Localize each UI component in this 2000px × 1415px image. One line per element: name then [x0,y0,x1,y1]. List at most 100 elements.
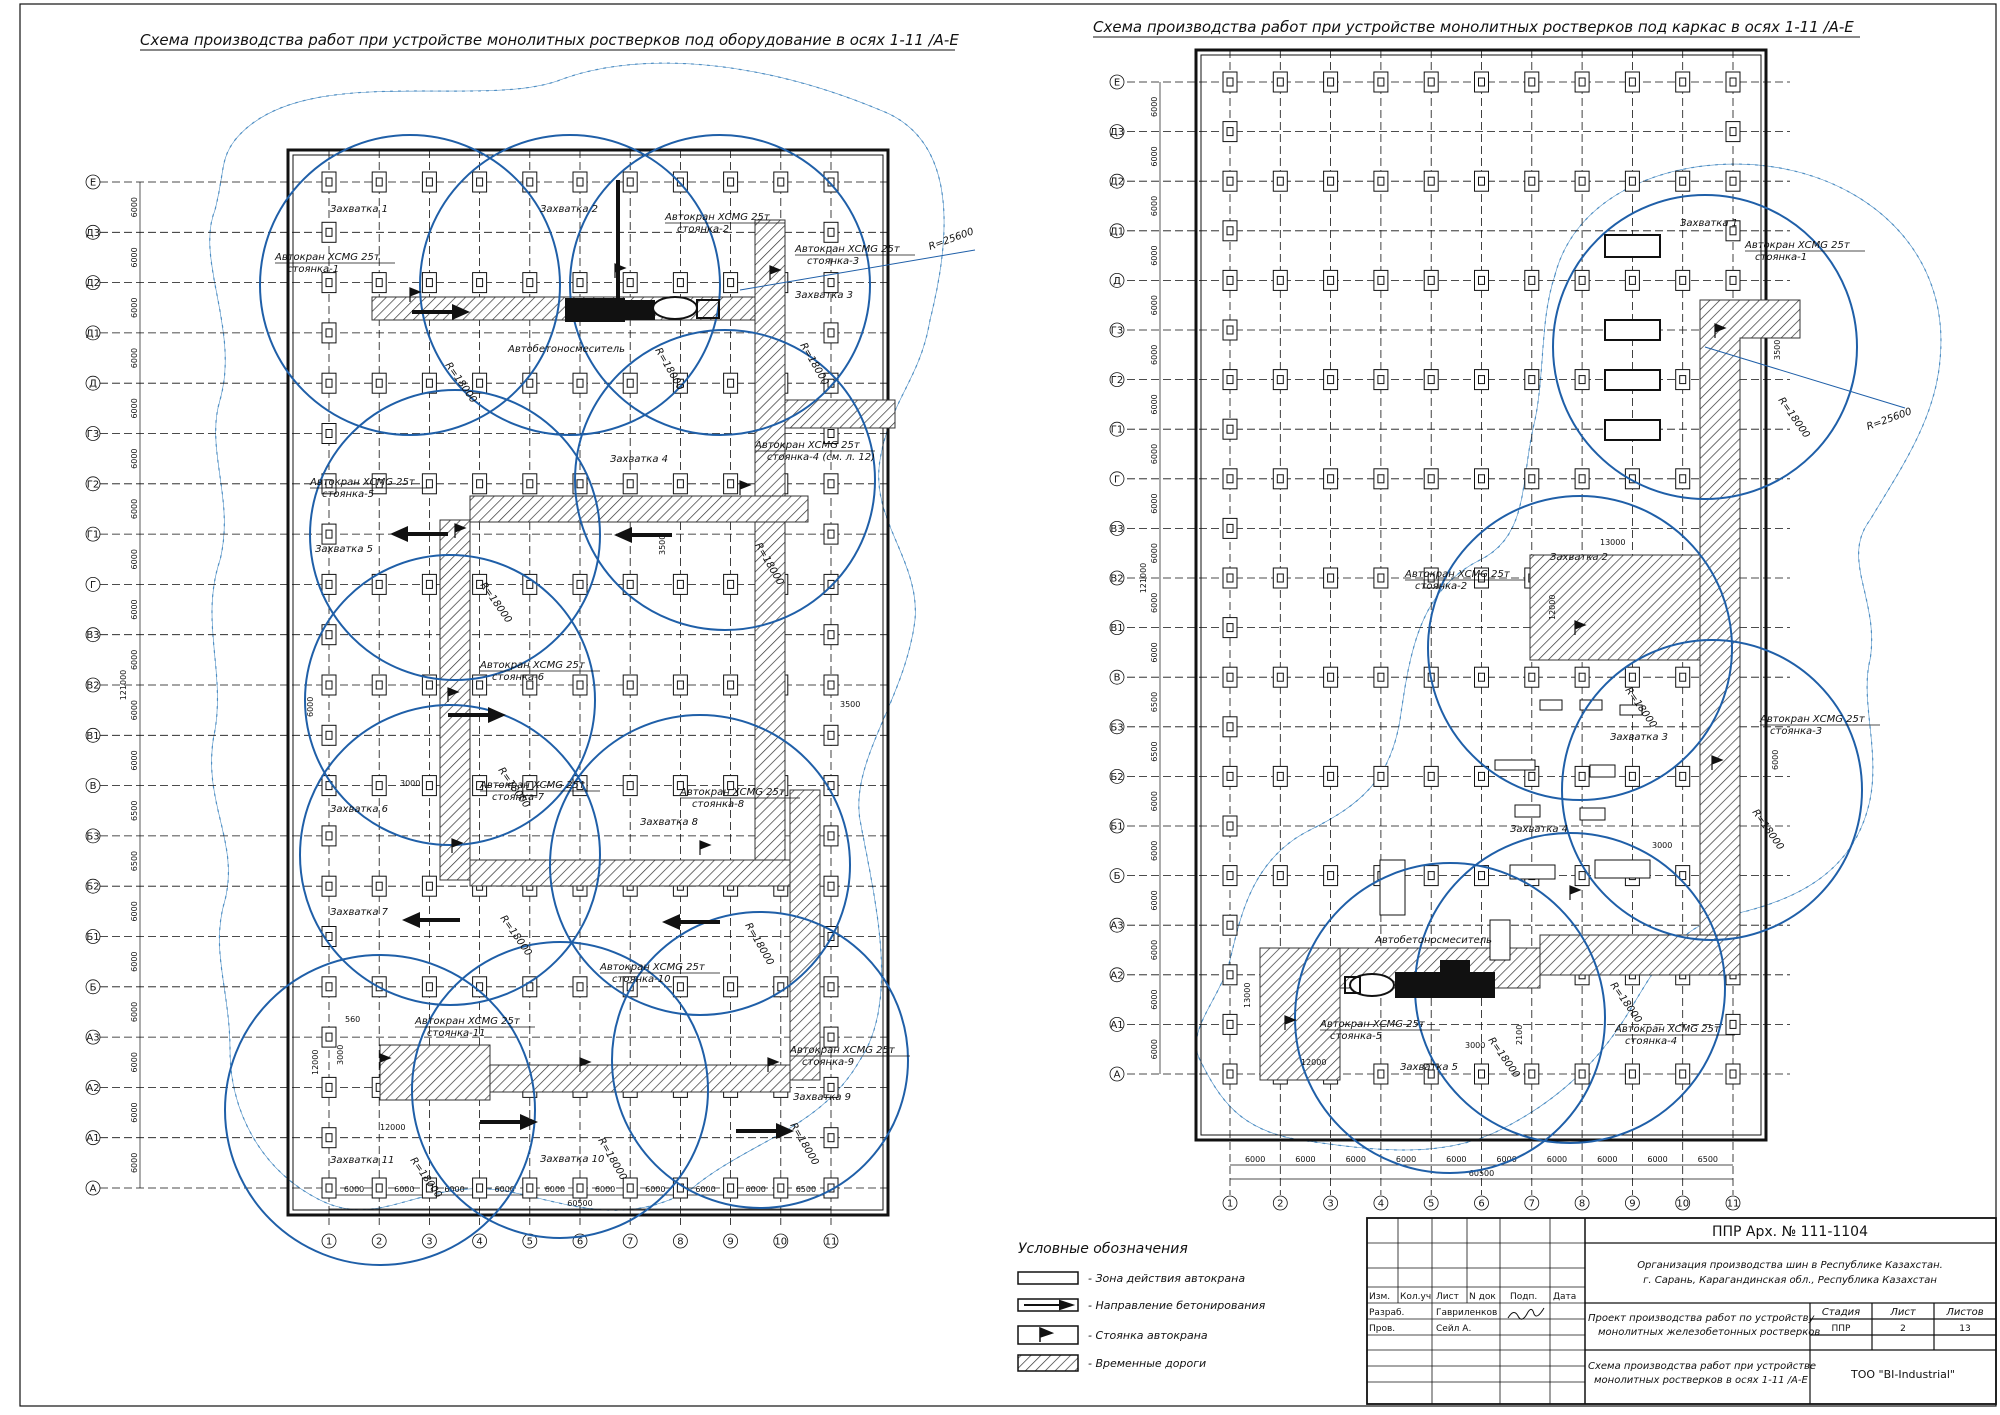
right-plan: ЕД3Д2Д1ДГ3Г2Г1ГВ3В2В1ВБ3Б2Б1БА3А2А1А6000… [1109,48,1942,1211]
axis-label-col: 10 [1676,1199,1689,1210]
axis-bubble [85,426,101,441]
column-base [1528,672,1536,682]
column-base [425,579,433,589]
crane-zone-circle [419,134,721,436]
axis-bubble [472,1233,488,1249]
crane-stand: стоянка-4 [1625,1036,1677,1047]
axis-bubble [85,677,101,693]
column-base [1226,970,1234,980]
crane-zone-circle [569,134,871,436]
row-dimension: 6000 [130,197,139,217]
column-base [727,1183,735,1193]
left-temporary-roads [371,219,896,1101]
legend-item-crane-zone: - Зона действия автокрана [1088,1272,1245,1285]
concreting-direction-arrow [390,526,448,542]
column-base [827,429,835,438]
right-concrete-mixer [1344,960,1495,998]
column-base [827,529,835,539]
column-base [1377,77,1385,87]
legend: Условные обозначения - Зона действия авт… [1017,1241,1266,1372]
tb-org-line2: г. Сарань, Карагандинская обл., Республи… [1643,1274,1937,1286]
column-base [526,177,534,187]
axis-bubble [1373,1195,1389,1211]
column-base [1427,1069,1435,1079]
crane-stand-flag-icon [1714,323,1727,338]
dim-12000: 12000 [1548,595,1557,620]
axis-label-row: А [1114,1070,1121,1081]
column-base [1578,474,1586,484]
tb-company: ТОО "BI-Industrial" [1850,1368,1955,1381]
crane-stand: стоянка-5 [322,489,374,500]
column-base [1729,127,1737,137]
concreting-direction-arrow [662,914,720,930]
axis-bubble [85,577,101,592]
column-base [727,177,735,187]
dim-6000: 6000 [1771,750,1780,770]
crane-zone-circle [299,704,601,1006]
column-base [626,378,634,388]
axis-bubble [823,1233,839,1249]
axis-label-row: Д3 [1110,127,1124,138]
column-base [1478,474,1485,484]
row-dimension: 6000 [1150,841,1159,861]
axis-bubble [85,174,101,190]
column-base [325,1032,333,1042]
dim-13000: 13000 [1243,983,1252,1008]
axis-bubble [1524,1195,1540,1211]
col-dimension: 6000 [545,1185,565,1194]
axis-label-row: Г3 [1111,326,1123,337]
radius-label: R=25600 [1865,406,1913,432]
crane-stand-flag-icon [767,1057,780,1072]
column-base [425,378,433,388]
row-dimension: 6000 [130,1153,139,1173]
axis-bubble [85,325,101,341]
axis-bubble [1109,868,1125,883]
col-dimension: 6000 [1446,1155,1466,1164]
axis-bubble [1109,1017,1125,1032]
row-dimension: 6000 [1150,543,1159,563]
column-base [1276,573,1284,583]
row-dimension: 6000 [130,1002,139,1022]
crane-stand: стоянка-10 [612,974,671,985]
column-base [676,781,684,791]
zone-label: Захватка 3 [795,290,853,301]
col-dimension: 6500 [1698,1155,1718,1164]
column-base [576,378,584,388]
axis-bubble [1109,769,1125,784]
column-base [375,378,383,388]
axis-bubble [1222,1195,1238,1211]
column-base [325,378,333,388]
row-dimension: 6000 [1150,146,1159,166]
crane-name: Автокран XCMG 25т [1319,1019,1426,1030]
column-base [1377,375,1385,385]
axis-label-col: 1 [1227,1199,1233,1210]
crane-stand: стоянка-1 [287,264,339,275]
column-base [1327,77,1335,87]
road-width-dim: 3500 [840,700,860,709]
column-base [1478,1069,1485,1079]
column-base [1628,672,1636,682]
column-base [1679,871,1687,881]
crane-name: Автокран XCMG 25т [794,244,901,255]
row-dimension: 6000 [1150,295,1159,315]
axis-bubble [85,1029,101,1045]
column-base [827,1082,835,1092]
row-dimension: 6000 [1150,345,1159,365]
row-dimension: 6500 [130,851,139,871]
crane-reach-boundary-line [1196,163,1942,1151]
row-dimension: 6000 [130,750,139,770]
axis-label-row: Д [1113,276,1121,287]
column-base [727,278,735,288]
building-inner-outline [292,154,884,1211]
radius-line [1704,346,1906,409]
column-base [727,680,735,690]
column-base [375,177,383,187]
column-base [1327,474,1335,484]
column-base [676,479,684,489]
column-base [1628,275,1636,285]
tb-code: ППР Арх. № 111-1104 [1712,1224,1868,1240]
column-base [526,579,534,589]
axis-label-row: А2 [86,1083,99,1094]
column-base [626,177,634,187]
crane-reach-boundary-line [209,62,945,1211]
